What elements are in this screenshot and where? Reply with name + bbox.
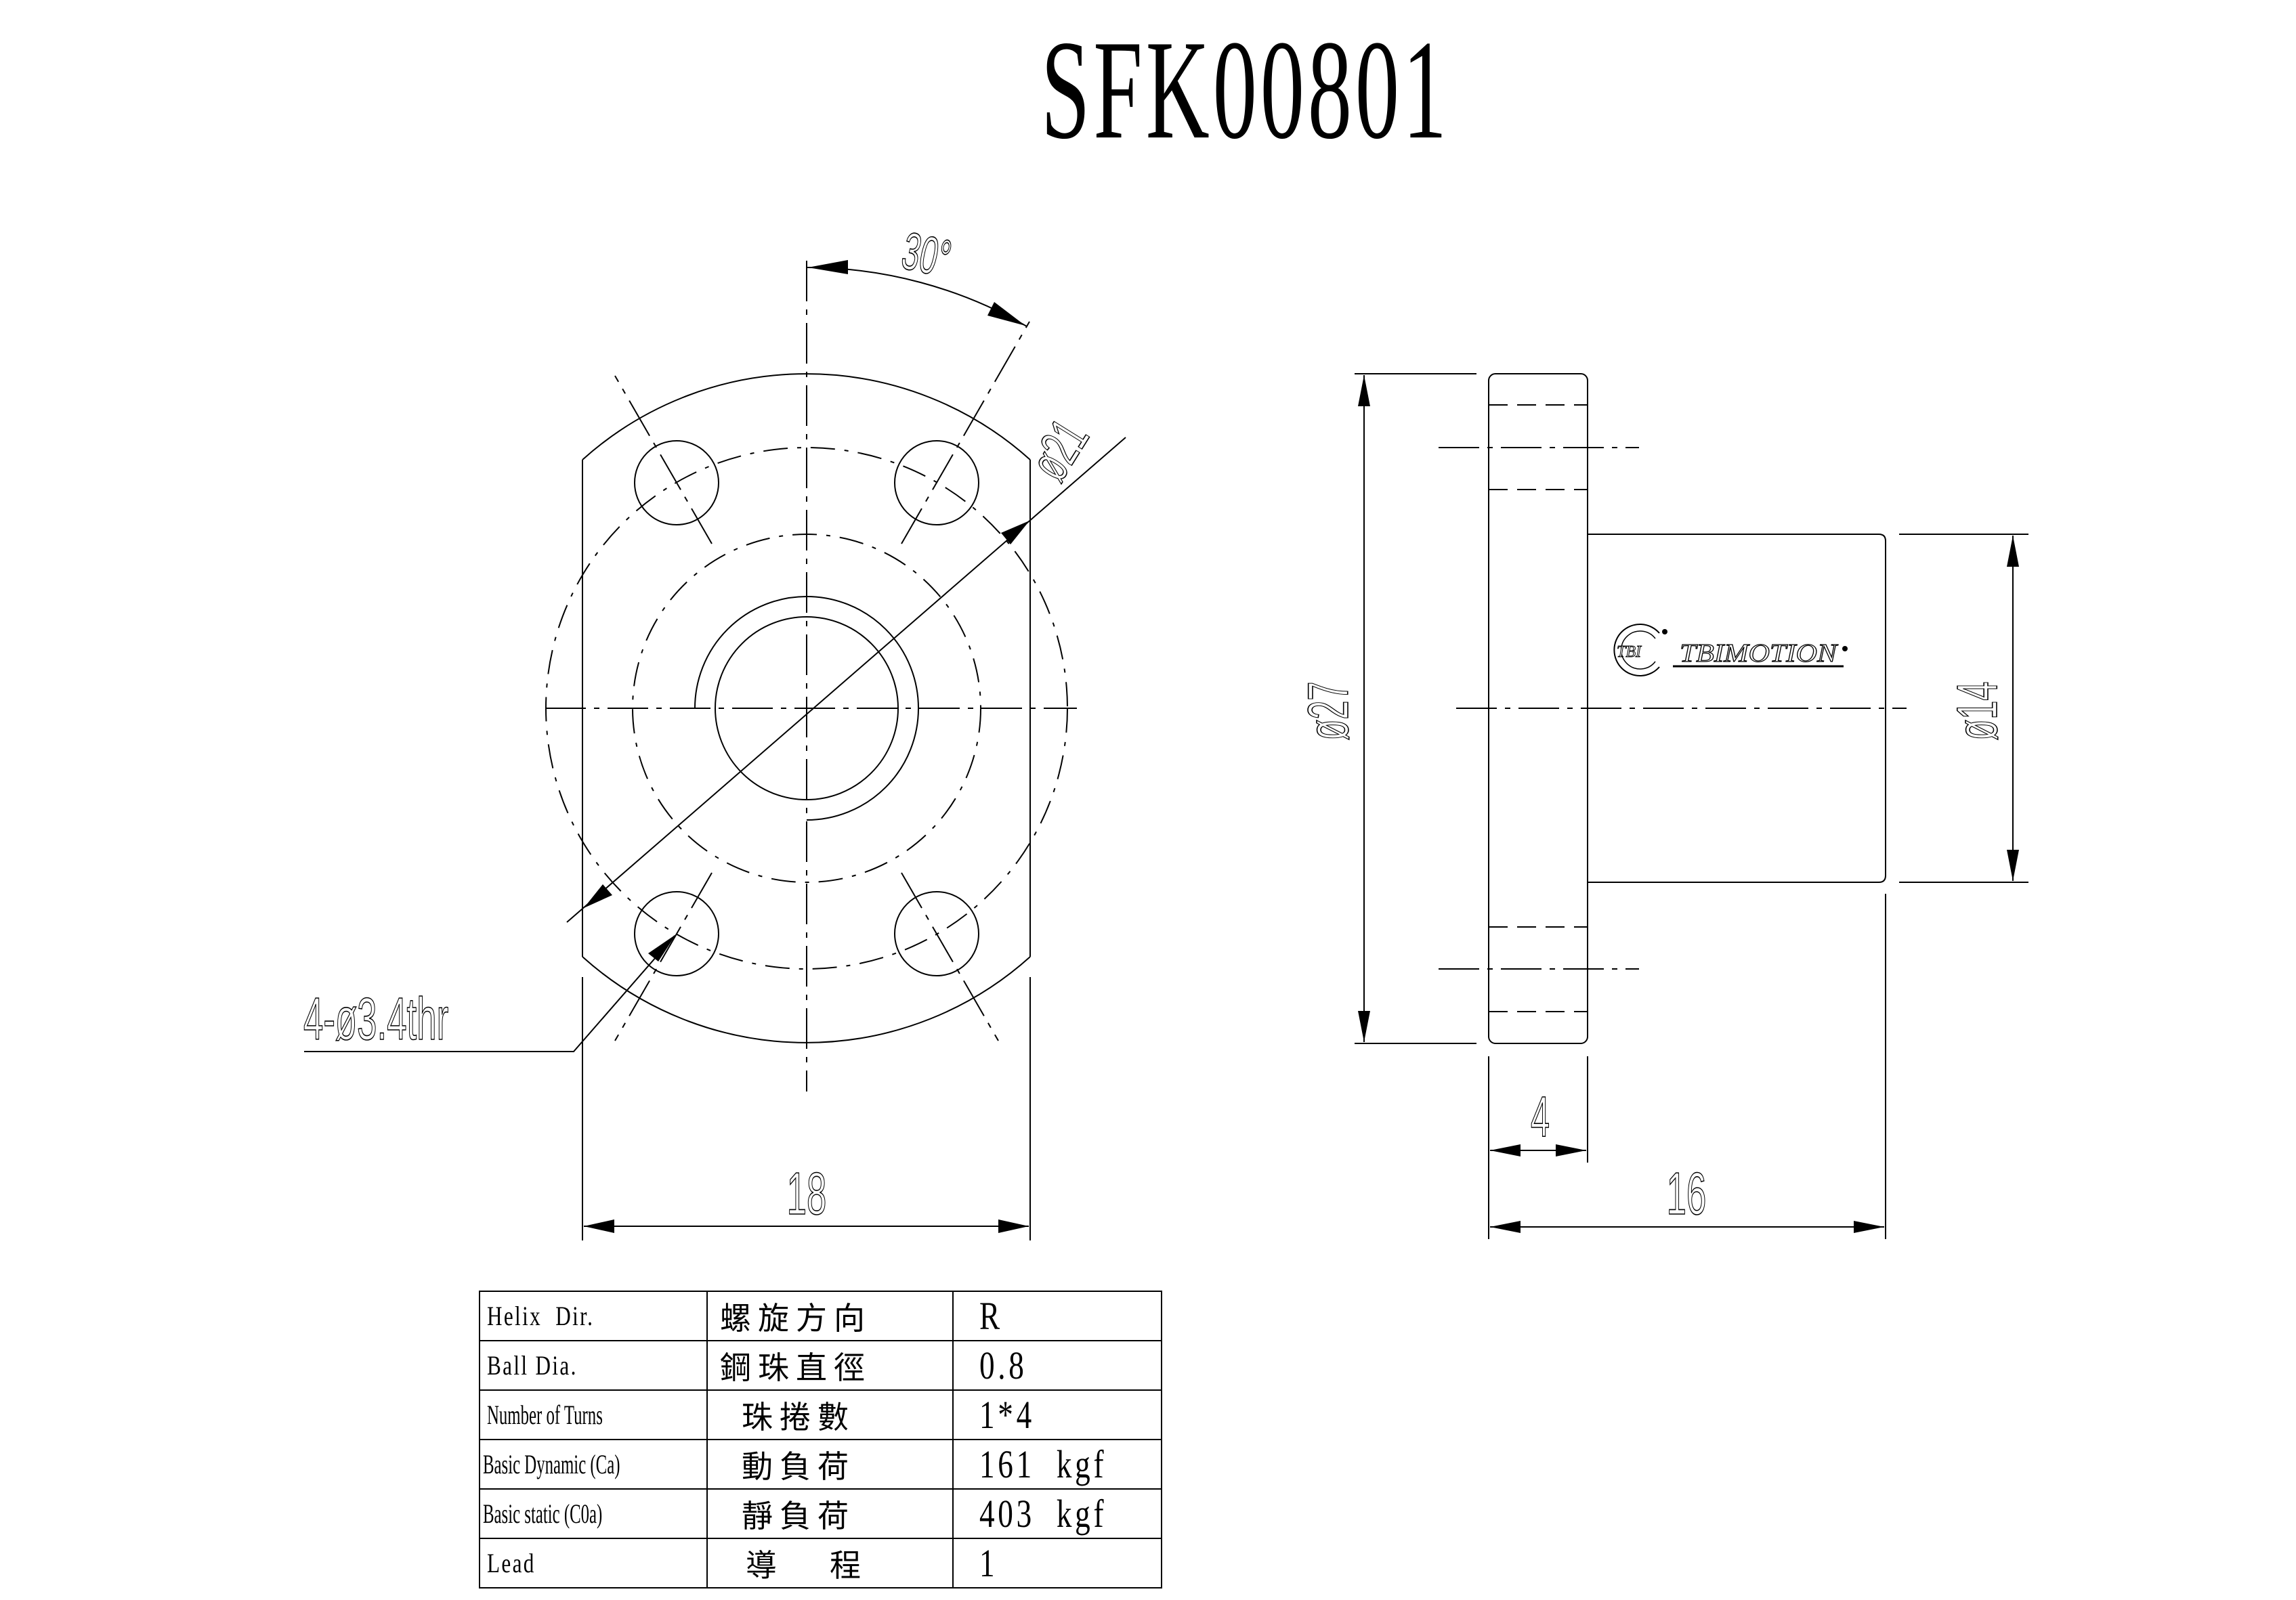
side-view: ø27 ø14 4 16 TBI TBIMOTION (1296, 373, 2028, 1239)
hole-callout-label: 4-ø3.4thr (303, 986, 448, 1052)
mounting-hole-tl (634, 440, 719, 525)
table-row: Lead 導程 1 (479, 1538, 1162, 1588)
nut-body (1588, 534, 1886, 883)
spec-label-zh: 螺旋方向 (720, 1299, 872, 1337)
spec-label-zh: 導程 (746, 1547, 914, 1584)
spec-value: 1*4 (979, 1393, 1035, 1437)
drawing-title: SFK00801 (1041, 12, 1451, 169)
spec-label-zh: 靜負荷 (742, 1497, 855, 1534)
spec-label-en: Number of Turns (487, 1400, 603, 1430)
spec-label-zh: 鋼珠直徑 (720, 1349, 872, 1386)
arrowhead (648, 934, 676, 961)
table-row: Basic Dynamic (Ca) 動負荷 161 kgf (479, 1439, 1162, 1490)
spec-value: 0.8 (979, 1343, 1027, 1387)
tbimotion-logo: TBI TBIMOTION (1613, 624, 1848, 676)
table-row: Helix Dir. 螺旋方向 R (479, 1291, 1162, 1341)
mounting-hole-tr (894, 440, 979, 525)
registered-mark-icon (1662, 629, 1667, 634)
arrowhead (987, 302, 1025, 326)
overall-length-label: 16 (1667, 1161, 1707, 1227)
arrowhead (2007, 536, 2019, 567)
pcd-dimension-line (566, 437, 1126, 923)
flange-dia-label: ø27 (1296, 682, 1361, 741)
spec-value: R (979, 1294, 1003, 1338)
spec-label-en: Helix Dir. (487, 1301, 595, 1331)
logo-text: TBIMOTION (1680, 639, 1839, 668)
flange-thickness-label: 4 (1531, 1085, 1550, 1149)
logo-mark: TBI (1617, 643, 1642, 661)
registered-mark-icon (1842, 646, 1848, 651)
radial-centerline-tl (614, 375, 713, 544)
spec-label-en: Lead (487, 1548, 536, 1578)
arrowhead (808, 260, 848, 274)
spec-label-zh: 珠捲數 (742, 1398, 855, 1435)
mounting-hole-br (894, 891, 979, 976)
arrowhead (1001, 521, 1029, 544)
table-row: Ball Dia. 鋼珠直徑 0.8 (479, 1340, 1162, 1391)
spec-value: 161 kgf (979, 1442, 1107, 1486)
spec-table: Helix Dir. 螺旋方向 R Ball Dia. 鋼珠直徑 0.8 Num… (479, 1291, 1162, 1588)
arrowhead (1358, 1011, 1370, 1042)
body-dia-label: ø14 (1945, 682, 2010, 741)
arrowhead (1854, 1221, 1884, 1233)
spec-label-zh: 動負荷 (742, 1448, 855, 1485)
arrowhead (2007, 850, 2019, 881)
table-row: Number of Turns 珠捲數 1*4 (479, 1389, 1162, 1440)
angle-label: 30° (897, 221, 956, 288)
arrowhead (1490, 1144, 1521, 1156)
spec-value: 1 (979, 1541, 998, 1585)
radial-centerline-br (901, 872, 999, 1041)
arrowhead (998, 1219, 1029, 1233)
logo-c-mark-icon (1613, 624, 1660, 676)
arrowhead (1556, 1144, 1586, 1156)
logo-c-mark-inner-icon (1621, 630, 1656, 670)
mounting-hole-bl (634, 891, 719, 976)
spec-value: 403 kgf (979, 1492, 1107, 1536)
spec-label-en: Basic Dynamic (Ca) (483, 1449, 620, 1479)
radial-centerline-tr (901, 321, 1030, 544)
arrowhead (1490, 1221, 1521, 1233)
arrowhead (584, 884, 612, 908)
spec-label-en: Ball Dia. (487, 1350, 578, 1381)
width-label: 18 (787, 1161, 827, 1227)
spec-label-en: Basic static (C0a) (483, 1498, 603, 1529)
table-row: Basic static (C0a) 靜負荷 403 kgf (479, 1488, 1162, 1539)
hole-callout-leader (304, 935, 675, 1052)
arrowhead (1358, 375, 1370, 406)
front-view: 30° ø21 4-ø3.4thr 18 (303, 221, 1126, 1240)
radial-centerline-bl (614, 872, 713, 1041)
arrowhead (584, 1219, 614, 1233)
nut-ring-arc (694, 596, 919, 821)
